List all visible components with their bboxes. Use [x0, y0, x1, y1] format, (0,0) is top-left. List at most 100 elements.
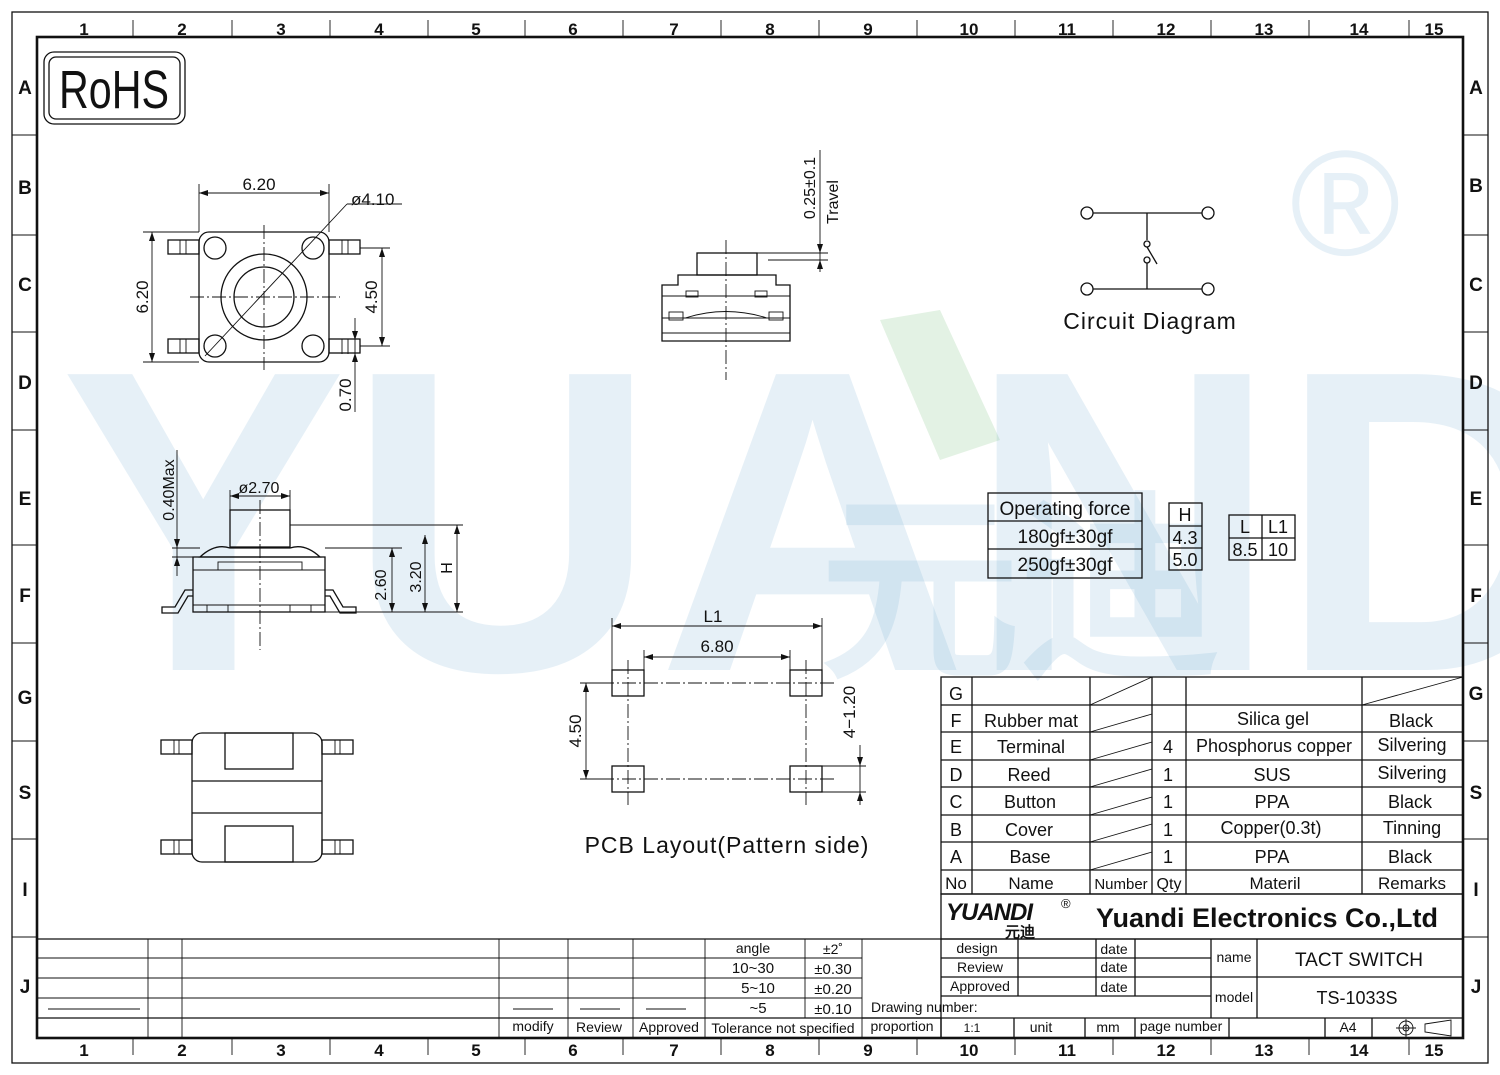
bom-material: Copper(0.3t) — [1220, 818, 1321, 838]
pcb-title: PCB Layout(Pattern side) — [585, 832, 870, 858]
col-label: 4 — [374, 20, 384, 39]
col-label: 6 — [568, 20, 577, 39]
force-value: 180gf±30gf — [1018, 527, 1114, 548]
travel-view: 0.25±0.1 Travel — [661, 150, 842, 380]
force-table: Operating force 180gf±30gf 250gf±30gf — [987, 492, 1143, 579]
name-label: name — [1216, 949, 1251, 965]
row-label: G — [1469, 684, 1484, 705]
row-label: E — [1470, 489, 1483, 510]
travel-label: Travel — [825, 180, 842, 224]
bom-no: A — [950, 847, 962, 867]
h-value: 5.0 — [1172, 550, 1197, 570]
watermark-leaf — [880, 310, 1000, 460]
bom-no: D — [950, 765, 963, 785]
pcb-layout: L1 6.80 4.50 4−1.20 PCB Layout(Pattern s… — [566, 607, 870, 858]
row-label: G — [18, 688, 33, 709]
row-markers: A B C D E F G S I J A B C D E F G S I J — [12, 78, 1488, 998]
drawing-number-label: Drawing number: — [871, 999, 978, 1015]
col-label: 15 — [1425, 20, 1444, 39]
col-label: 9 — [863, 1041, 872, 1060]
bom-remarks: Silvering — [1377, 735, 1446, 755]
bom-name: Terminal — [997, 737, 1065, 757]
bom-header-no: No — [945, 874, 967, 893]
l1-value: 10 — [1268, 540, 1288, 560]
pcb-l1-dim: L1 — [704, 607, 723, 626]
bom-remarks: Tinning — [1383, 818, 1441, 838]
side-max-dim: 0.40Max — [161, 459, 178, 520]
tolerance-range: ~5 — [749, 1000, 766, 1017]
col-label: 9 — [863, 20, 872, 39]
bom-no: E — [950, 737, 962, 757]
bom-name: Reed — [1007, 765, 1050, 785]
row-label: F — [19, 586, 31, 607]
col-label: 6 — [568, 1041, 577, 1060]
model-value: TS-1033S — [1316, 988, 1397, 1008]
row-label: J — [20, 977, 31, 998]
bom-material: Phosphorus copper — [1196, 736, 1352, 756]
company-name: Yuandi Electronics Co.,Ltd — [1096, 903, 1438, 933]
col-label: 15 — [1425, 1041, 1444, 1060]
top-pitch-dim: 4.50 — [362, 280, 381, 313]
bom-header-name: Name — [1008, 874, 1053, 893]
force-value: 250gf±30gf — [1018, 555, 1114, 576]
company-logo: YUANDI — [946, 899, 1034, 926]
col-label: 7 — [669, 1041, 678, 1060]
col-label: 11 — [1058, 20, 1076, 39]
company-bar: YUANDI ® 元迪 Yuandi Electronics Co.,Ltd — [940, 893, 1464, 941]
approval-design: design — [956, 940, 997, 956]
row-label: S — [1470, 783, 1483, 804]
col-label: 13 — [1255, 20, 1274, 39]
revision-modify: modify — [512, 1018, 553, 1034]
bom-material: SUS — [1253, 765, 1290, 785]
col-label: 2 — [177, 1041, 186, 1060]
h-value: 4.3 — [1172, 528, 1197, 548]
bom-material: PPA — [1255, 792, 1290, 812]
approval-review: Review — [957, 959, 1004, 975]
circuit-title: Circuit Diagram — [1063, 308, 1236, 334]
circuit-diagram: Circuit Diagram — [1063, 206, 1236, 334]
row-label: D — [18, 373, 32, 394]
col-label: 12 — [1157, 1041, 1176, 1060]
l-header: L — [1240, 517, 1250, 537]
row-label: B — [1469, 176, 1483, 197]
unit-value: mm — [1096, 1019, 1119, 1035]
company-logo-registered: ® — [1061, 896, 1071, 911]
row-label: A — [18, 78, 32, 99]
bom-name: Base — [1009, 847, 1050, 867]
proportion-label: proportion — [870, 1018, 933, 1034]
top-hole-dim: ø4.10 — [351, 190, 394, 209]
bom-qty: 1 — [1163, 820, 1173, 840]
revision-approved: Approved — [639, 1019, 699, 1035]
bom-remarks: Black — [1388, 847, 1433, 867]
tolerance-value: ±0.20 — [814, 981, 851, 998]
scale-value: 1:1 — [964, 1021, 981, 1035]
bom-qty: 1 — [1163, 792, 1173, 812]
top-height-dim: 6.20 — [133, 280, 152, 313]
top-view: 6.20 6.20 ø4.10 4.50 0.70 — [133, 175, 402, 412]
col-label: 3 — [276, 1041, 285, 1060]
outer-frame — [11, 11, 1489, 1064]
bom-remarks: Black — [1388, 792, 1433, 812]
bom-material: PPA — [1255, 847, 1290, 867]
watermark-registered: ® — [1290, 119, 1401, 287]
col-label: 13 — [1255, 1041, 1274, 1060]
tolerance-angle-label: angle — [736, 940, 770, 956]
l-table: L L1 8.5 10 — [1228, 514, 1296, 561]
bom-no: G — [949, 684, 963, 704]
pcb-pitch-y-dim: 4.50 — [566, 714, 585, 747]
pcb-pitch-x-dim: 6.80 — [700, 637, 733, 656]
col-label: 2 — [177, 20, 186, 39]
rohs-text: RoHS — [59, 60, 169, 120]
bottom-view — [160, 732, 354, 863]
row-label: F — [1470, 586, 1482, 607]
side-total-dim: 3.20 — [408, 561, 425, 592]
row-label: C — [1469, 275, 1483, 296]
col-label: 5 — [471, 20, 480, 39]
col-label: 8 — [765, 1041, 774, 1060]
row-label: S — [19, 783, 32, 804]
bom-name: Button — [1004, 792, 1056, 812]
bom-no: B — [950, 820, 962, 840]
bom-no: F — [951, 711, 962, 731]
unit-label: unit — [1030, 1019, 1053, 1035]
bom-qty: 1 — [1163, 765, 1173, 785]
